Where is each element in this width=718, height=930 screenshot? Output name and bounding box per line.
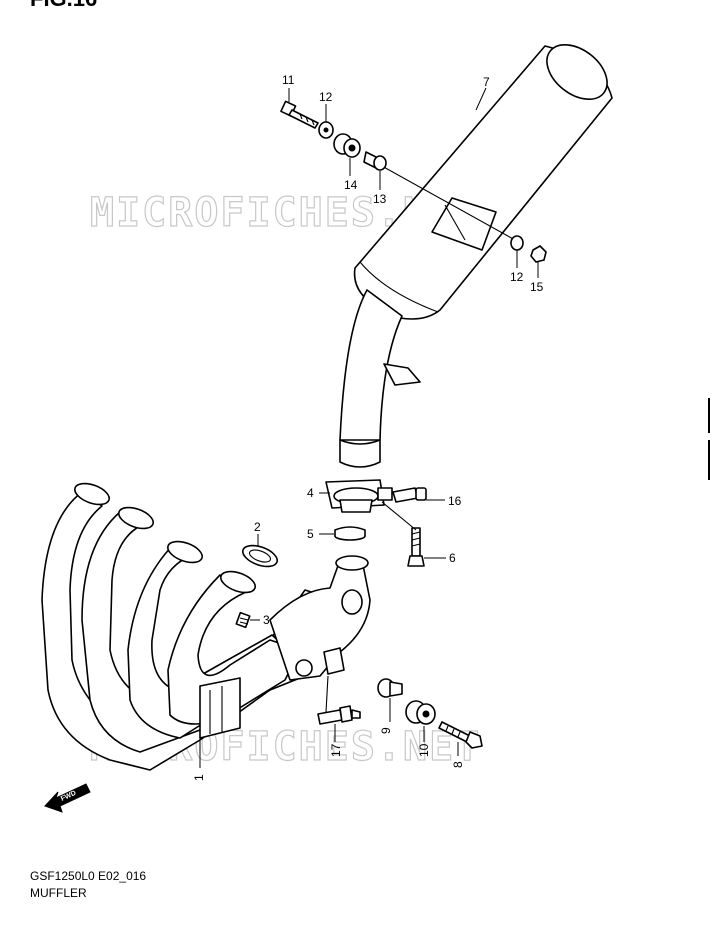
- page-edge-mark: [708, 398, 718, 433]
- callout-15: 15: [530, 280, 544, 294]
- callout-14: 14: [344, 178, 358, 192]
- callout-8: 8: [451, 761, 465, 768]
- page-edge-mark: [708, 440, 718, 480]
- nut-part-15[interactable]: [530, 245, 547, 263]
- bolt-part-11[interactable]: [280, 100, 319, 129]
- callout-16: 16: [448, 494, 462, 508]
- callout-1: 1: [192, 774, 206, 781]
- callout-11: 11: [282, 73, 295, 87]
- sensor-part-17[interactable]: [317, 705, 361, 725]
- figure-title: FIG.16: [30, 0, 97, 12]
- nut-part-3[interactable]: [235, 611, 251, 629]
- section-name: MUFFLER: [30, 886, 87, 900]
- callout-6: 6: [449, 551, 456, 565]
- callout-3: 3: [263, 613, 270, 627]
- callout-4: 4: [307, 486, 314, 500]
- exhaust-pipe-part-1[interactable]: [41, 479, 371, 771]
- callout-9: 9: [379, 727, 393, 734]
- callout-12-lower: 12: [510, 270, 524, 284]
- collar-part-9[interactable]: [377, 678, 403, 698]
- muffler-part-7[interactable]: [339, 34, 617, 468]
- washer-part-12-lower[interactable]: [510, 235, 524, 251]
- bolt-part-6[interactable]: [407, 527, 425, 567]
- callout-5: 5: [307, 527, 314, 541]
- callout-13: 13: [373, 192, 387, 206]
- callout-17: 17: [329, 743, 343, 757]
- collar-part-13[interactable]: [363, 151, 387, 171]
- gasket-part-5[interactable]: [334, 526, 366, 541]
- cushion-part-14[interactable]: [333, 133, 361, 158]
- cushion-part-10[interactable]: [405, 700, 436, 725]
- gasket-part-2[interactable]: [240, 541, 280, 570]
- clamp-part-4[interactable]: [325, 479, 393, 513]
- callout-7: 7: [483, 75, 490, 89]
- callout-10: 10: [417, 743, 431, 757]
- callout-12-upper: 12: [319, 90, 333, 104]
- bolt-part-8[interactable]: [438, 721, 483, 749]
- callout-2: 2: [254, 520, 261, 534]
- bolt-part-16[interactable]: [392, 487, 427, 503]
- forward-direction-arrow: FWD: [44, 783, 91, 813]
- diagram-code: GSF1250L0 E02_016: [30, 869, 147, 883]
